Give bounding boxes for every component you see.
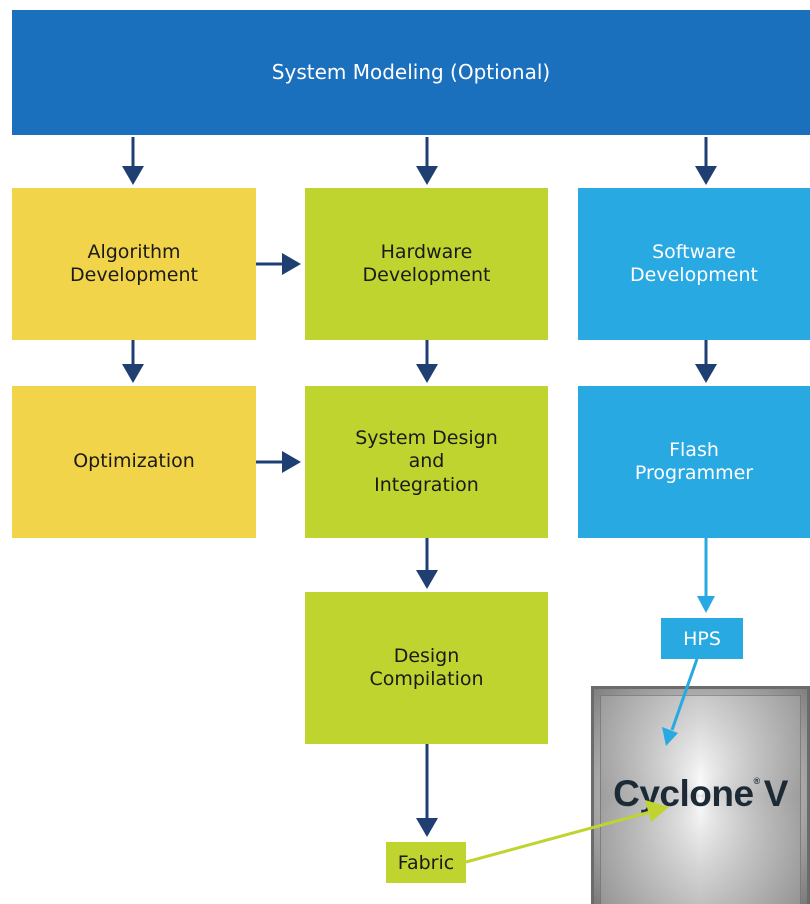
hps-tag: HPS bbox=[661, 618, 743, 659]
fabric-label: Fabric bbox=[397, 851, 455, 874]
cyclone-v-logo: Cyclone®V bbox=[594, 773, 807, 815]
system-modeling-label: System Modeling (Optional) bbox=[271, 60, 551, 85]
down-arrow-bar-to-algorithm bbox=[122, 137, 144, 185]
chip-suffix: V bbox=[763, 773, 789, 814]
software-development-label: Software Development bbox=[630, 240, 758, 286]
optimization-box: Optimization bbox=[12, 386, 256, 538]
flash-programmer-label: Flash Programmer bbox=[634, 438, 754, 484]
cyclone-v-chip: Cyclone®V bbox=[591, 686, 810, 904]
down-arrow-flash-to-hps bbox=[697, 538, 715, 613]
right-arrow-algorithm-to-hardware bbox=[256, 253, 301, 275]
design-compilation-label: Design Compilation bbox=[369, 644, 484, 690]
registered-mark: ® bbox=[753, 776, 761, 786]
down-arrow-algorithm-to-optimization bbox=[122, 340, 144, 383]
system-design-integration-label: System Design and Integration bbox=[355, 427, 498, 496]
down-arrow-software-to-flash bbox=[695, 340, 717, 383]
algorithm-development-box: Algorithm Development bbox=[12, 188, 256, 340]
system-design-integration-box: System Design and Integration bbox=[305, 386, 548, 538]
down-arrow-bar-to-hardware bbox=[416, 137, 438, 185]
design-compilation-box: Design Compilation bbox=[305, 592, 548, 744]
hardware-development-label: Hardware Development bbox=[362, 240, 491, 286]
chip-name: Cyclone bbox=[613, 773, 754, 814]
hardware-development-box: Hardware Development bbox=[305, 188, 548, 340]
chip-surface bbox=[600, 695, 801, 904]
flash-programmer-box: Flash Programmer bbox=[578, 386, 810, 538]
right-arrow-optimization-to-system-design bbox=[256, 451, 301, 473]
down-arrow-hardware-to-system-design bbox=[416, 340, 438, 383]
hps-label: HPS bbox=[683, 627, 721, 650]
down-arrow-compilation-to-fabric bbox=[416, 744, 438, 837]
fabric-tag: Fabric bbox=[386, 842, 466, 883]
algorithm-development-label: Algorithm Development bbox=[70, 240, 198, 286]
system-modeling-bar: System Modeling (Optional) bbox=[12, 10, 810, 135]
down-arrow-system-design-to-compilation bbox=[416, 538, 438, 589]
optimization-label: Optimization bbox=[73, 450, 195, 473]
down-arrow-bar-to-software bbox=[695, 137, 717, 185]
software-development-box: Software Development bbox=[578, 188, 810, 340]
